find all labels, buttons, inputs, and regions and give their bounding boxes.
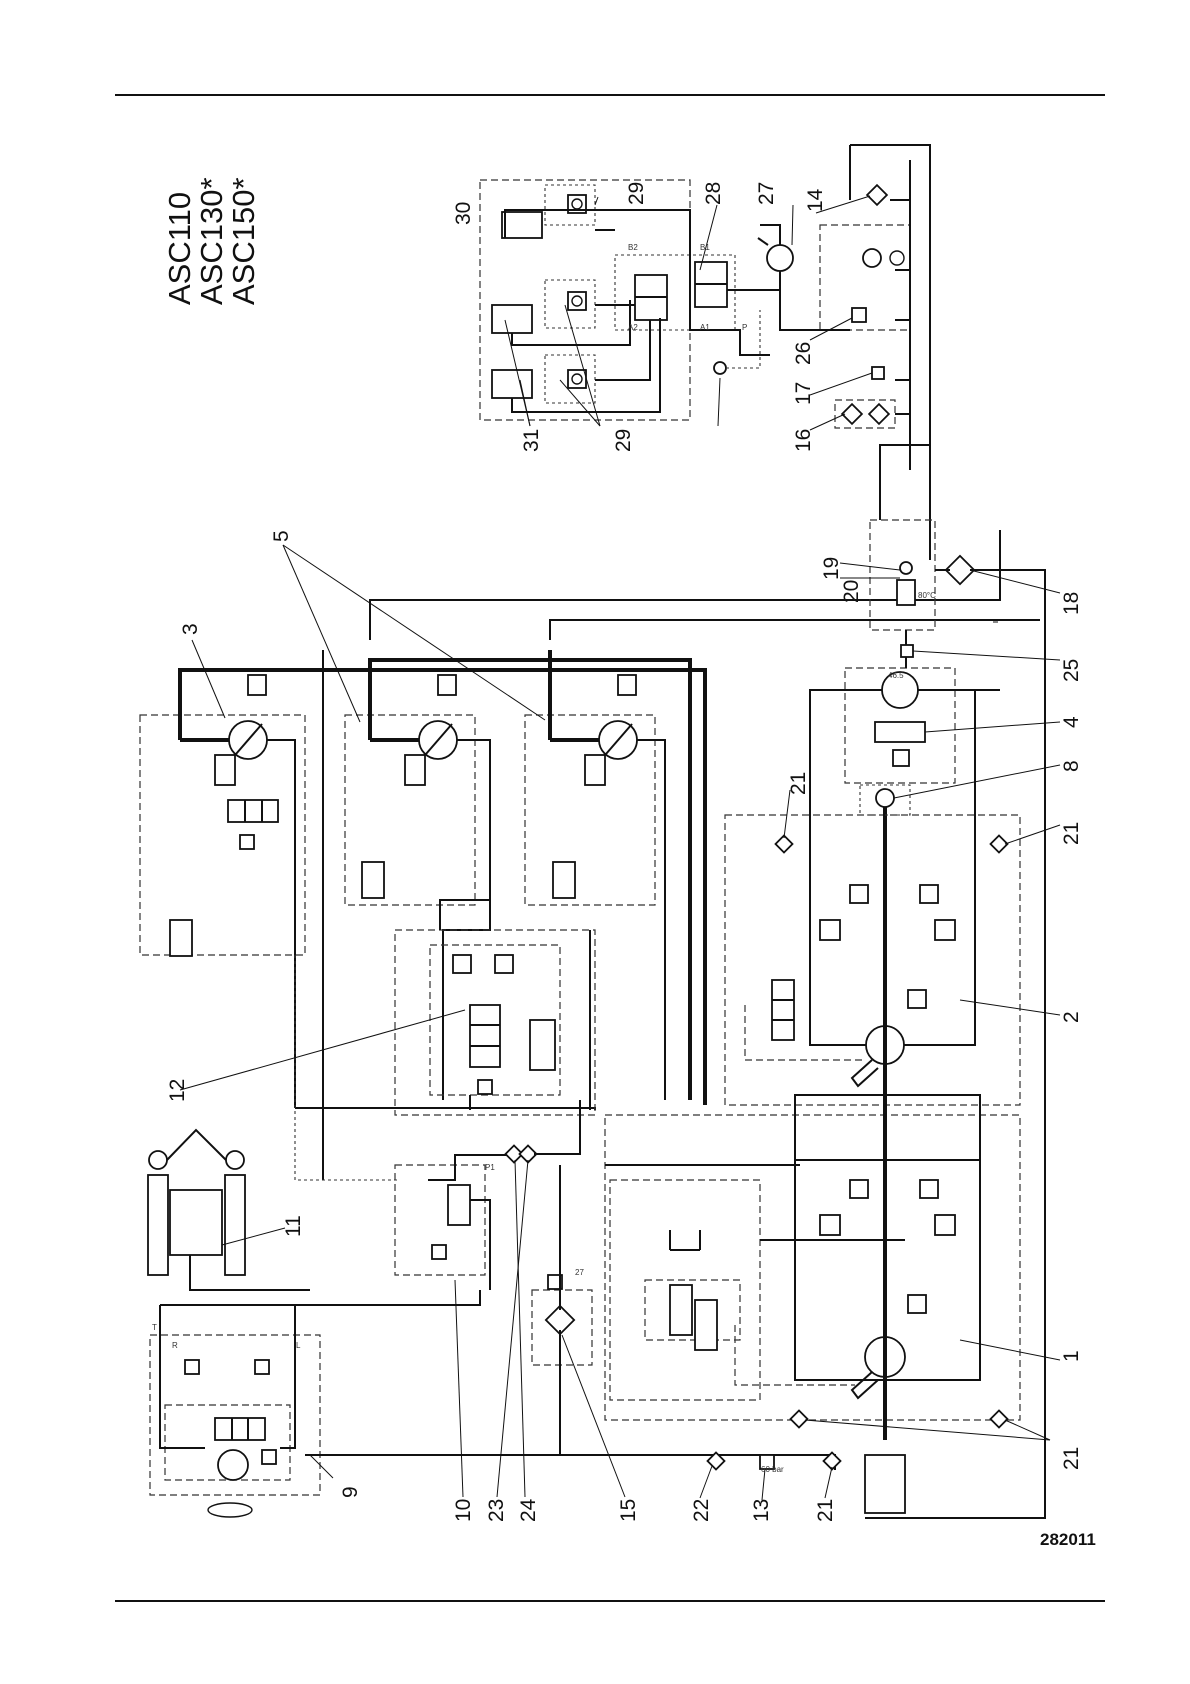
callout-29-lower: 29 <box>612 429 635 452</box>
callout-23: 23 <box>485 1499 508 1522</box>
callout-11: 11 <box>282 1215 305 1237</box>
label-80c: 80°C <box>918 591 936 600</box>
callout-10: 10 <box>452 1499 475 1522</box>
callout-4: 4 <box>1060 716 1083 728</box>
callout-numbers: 1 2 3 4 5 8 9 10 11 12 13 14 15 16 17 18… <box>166 182 1083 1522</box>
callout-8: 8 <box>1060 760 1083 772</box>
model-title: ASC110 ASC130* ASC150* <box>162 177 261 305</box>
callout-21-upper-right: 21 <box>1060 822 1083 845</box>
callout-9: 9 <box>339 1486 362 1498</box>
callout-17: 17 <box>792 382 815 405</box>
label-pump-4: 46.5 <box>888 671 904 680</box>
label-port-p: P <box>742 323 747 332</box>
label-port-p1: P1 <box>485 1163 495 1172</box>
label-port-b2: B2 <box>628 243 638 252</box>
callout-19: 19 <box>820 557 843 580</box>
label-port-a1: A1 <box>700 323 710 332</box>
label-filter-27: 27 <box>575 1268 584 1277</box>
callout-18: 18 <box>1060 592 1083 615</box>
callout-16: 16 <box>792 429 815 452</box>
callout-29-upper: 29 <box>625 182 648 205</box>
callout-5: 5 <box>270 530 293 542</box>
label-port-r: R <box>172 1341 178 1350</box>
callout-28: 28 <box>702 182 725 205</box>
label-port-a2: A2 <box>628 323 638 332</box>
document-number: 282011 <box>1040 1530 1096 1549</box>
callout-25: 25 <box>1060 659 1083 682</box>
callout-21-bottom: 21 <box>814 1499 837 1522</box>
callout-30: 30 <box>452 202 475 225</box>
model-title-line-2: ASC130* <box>194 177 229 305</box>
steering-circuit <box>148 1130 835 1517</box>
callout-3: 3 <box>179 623 202 635</box>
label-60bar: 60 bar <box>761 1465 784 1474</box>
label-port-t: T <box>152 1323 157 1332</box>
callout-22: 22 <box>690 1499 713 1522</box>
callout-2: 2 <box>1060 1011 1083 1023</box>
callout-15: 15 <box>617 1499 640 1522</box>
callout-14: 14 <box>804 188 827 212</box>
callout-21-lower-right: 21 <box>1060 1447 1083 1470</box>
callout-13: 13 <box>750 1499 773 1522</box>
callout-26: 26 <box>792 342 815 365</box>
callout-12: 12 <box>166 1079 189 1102</box>
callout-21-upper-left: 21 <box>787 772 810 795</box>
callout-1: 1 <box>1060 1350 1083 1362</box>
model-title-line-3: ASC150* <box>226 177 261 305</box>
valve-block-12 <box>395 900 595 1115</box>
model-title-line-1: ASC110 <box>162 192 197 305</box>
callout-20: 20 <box>840 580 863 603</box>
label-port-b1: B1 <box>700 243 710 252</box>
callout-27: 27 <box>755 182 778 205</box>
cylinder-circuit <box>480 145 930 560</box>
callout-31: 31 <box>520 429 543 452</box>
misc-components <box>395 836 1007 1513</box>
label-port-l: L <box>296 1341 301 1350</box>
callout-24-lower: 24 <box>517 1498 540 1522</box>
